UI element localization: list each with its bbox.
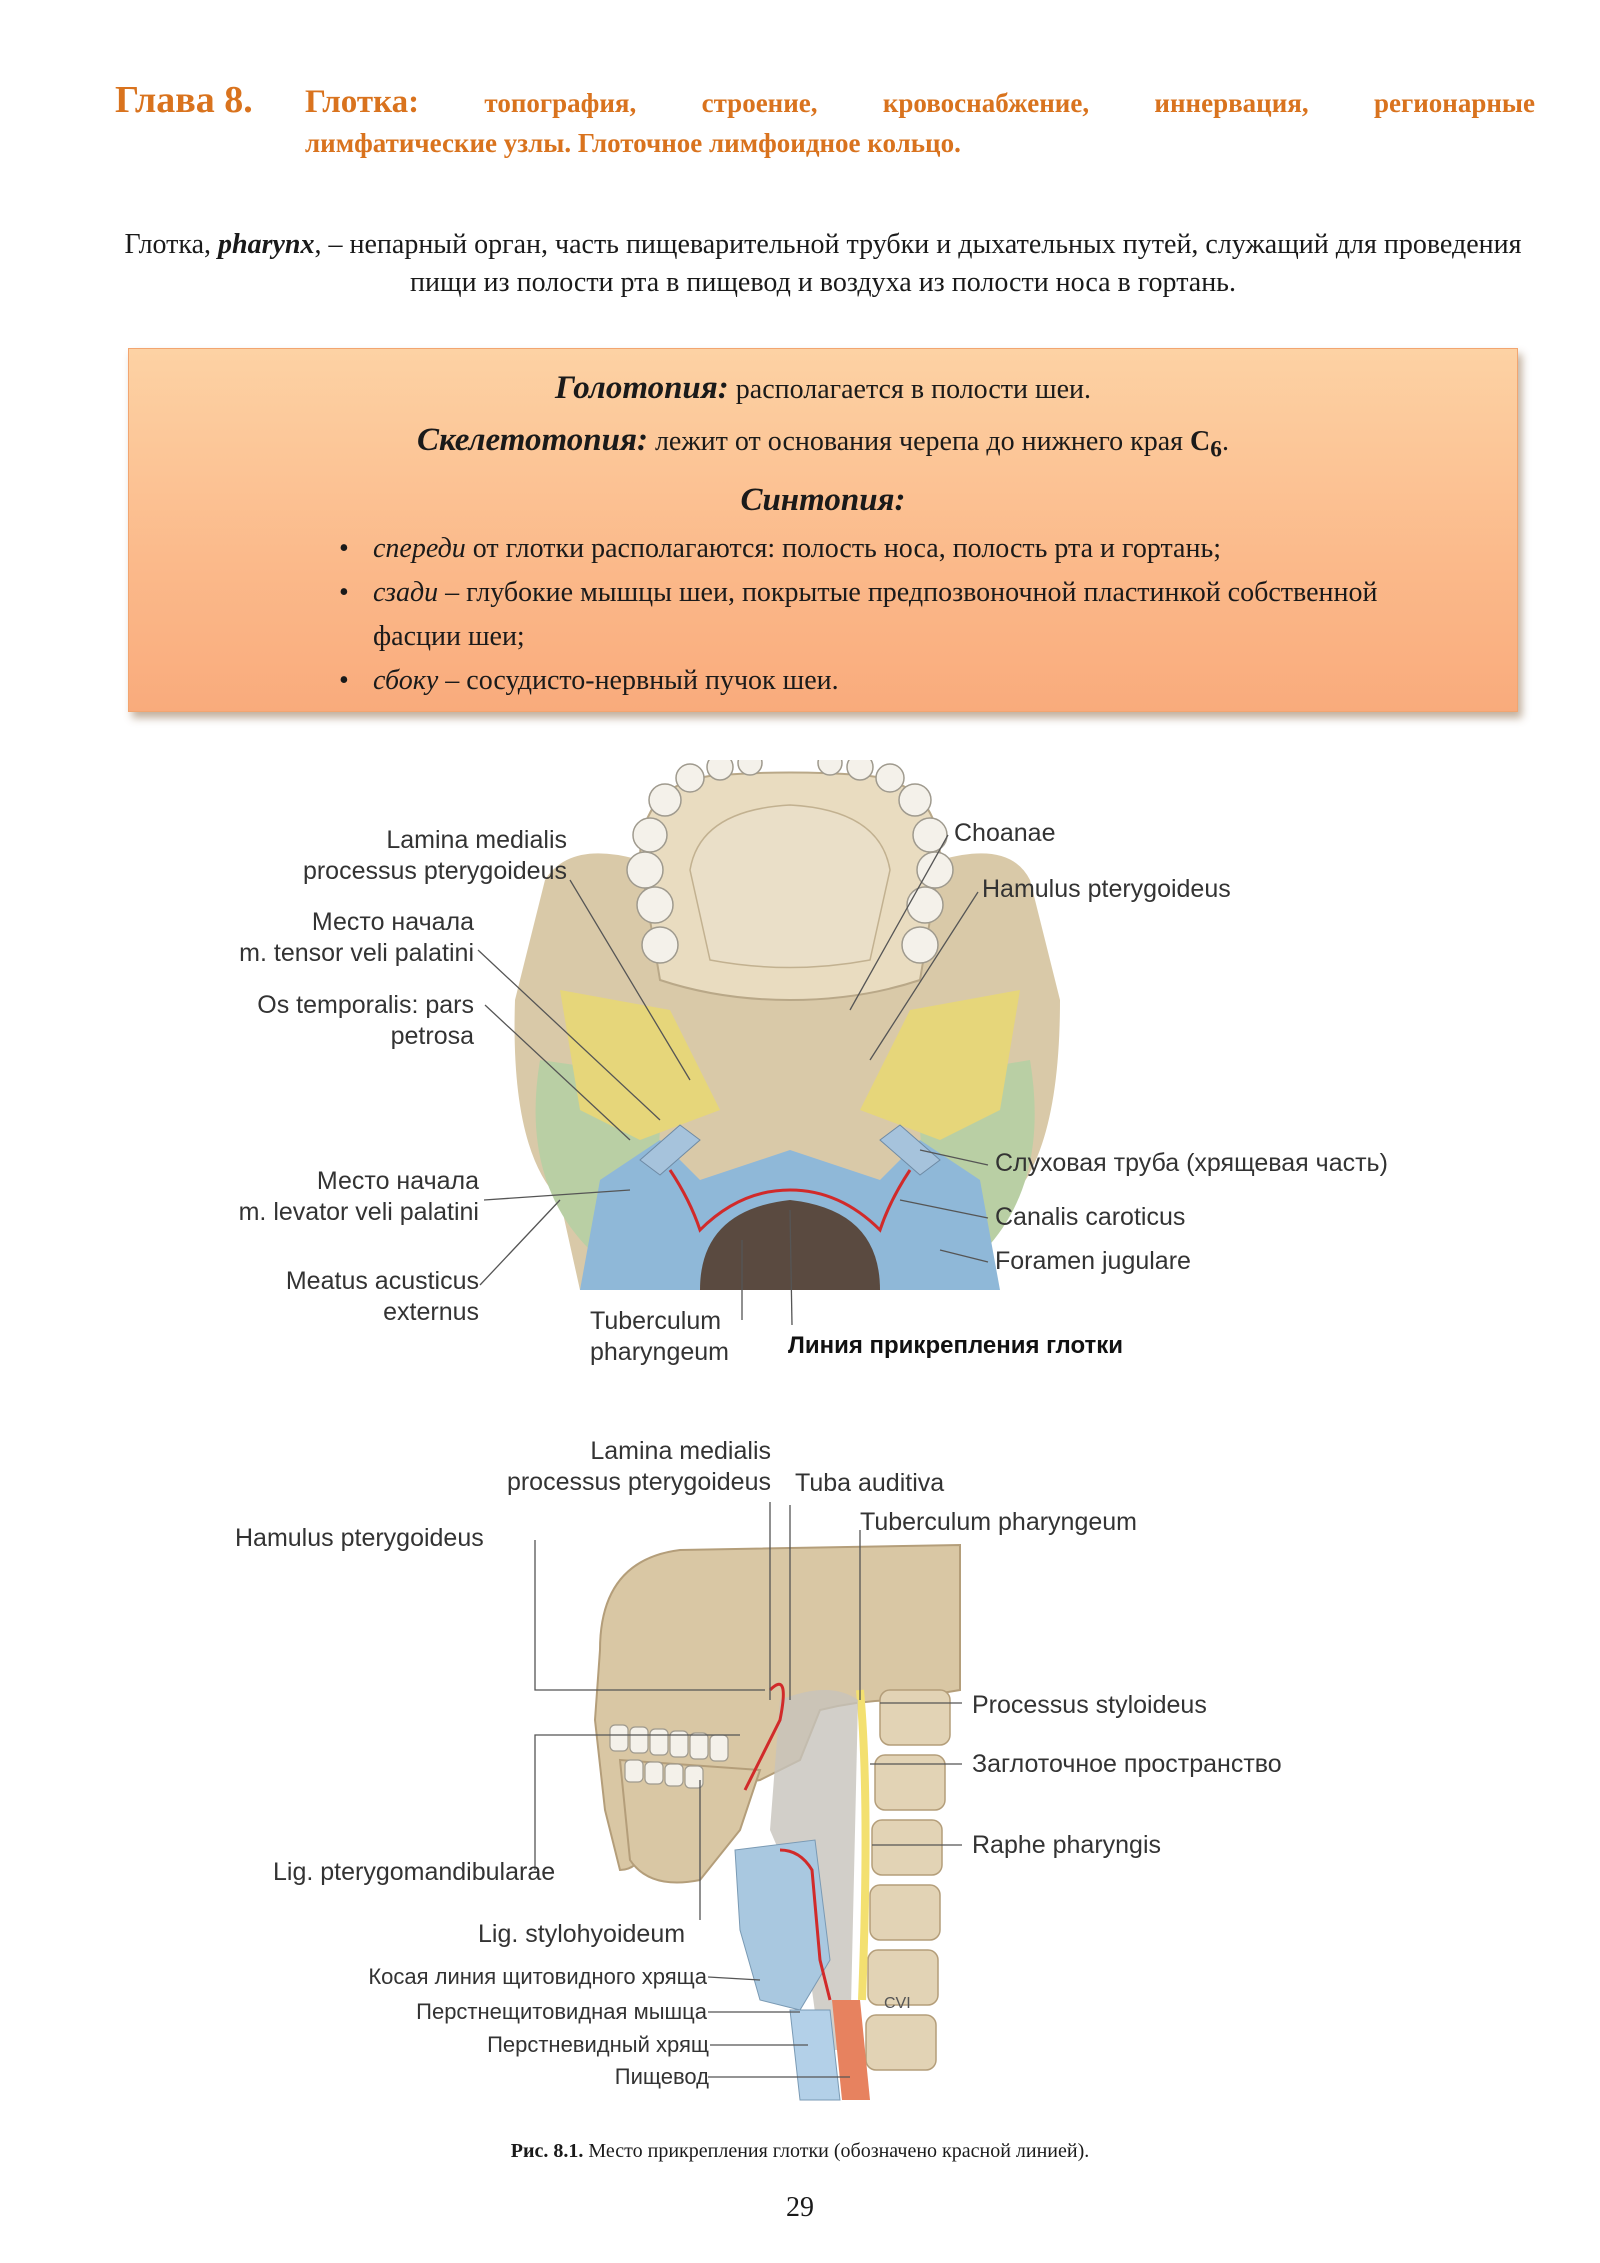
list-item-text: – сосудисто-нервный пучок шеи. [438, 664, 839, 696]
skeletotopy-line: Скелетотопия: лежит от основания черепа … [129, 415, 1517, 475]
label-raphe-pharyngis: Raphe pharyngis [972, 1831, 1162, 1859]
label-cvi: CVI [884, 1995, 911, 2012]
label-line: petrosa [390, 1022, 474, 1050]
label-line: processus pterygoideus [302, 857, 567, 885]
chapter-title: Глотка: топография, строение, кровоснабж… [305, 82, 1535, 123]
label-line: Место начала [316, 1167, 479, 1195]
label-line: processus pterygoideus [506, 1468, 771, 1496]
list-item-lead: сбоку [373, 664, 439, 696]
skull-base-illustration [477, 760, 1060, 1326]
page-number: 29 [786, 2192, 814, 2223]
label-line: m. tensor veli palatini [239, 939, 474, 967]
holotopy-label: Голотопия: [555, 370, 729, 406]
list-item: спереди от глотки располагаются: полость… [339, 527, 1469, 571]
label-lig-stylohyoideum: Lig. stylohyoideum [478, 1920, 686, 1948]
topography-box: Голотопия: располагается в полости шеи. … [128, 348, 1518, 712]
label-levator-origin: Место начала m. levator veli palatini [239, 1166, 479, 1228]
label-choanae: Choanae [954, 819, 1056, 847]
list-item-text: – глубокие мышцы шеи, покрытые предпозво… [373, 576, 1378, 652]
list-item-text: от глотки располагаются: полость носа, п… [465, 532, 1221, 564]
label-foramen-jugulare: Foramen jugulare [995, 1247, 1191, 1275]
chapter-heading: Глава 8. Глотка: топография, строение, к… [115, 78, 1535, 163]
label-meatus: Meatus acusticus externus [286, 1266, 479, 1328]
label-retropharyngeal-space: Заглоточное пространство [972, 1750, 1282, 1778]
intro-term: pharynx [218, 229, 315, 260]
label-cricoid-cartilage: Перстневидный хрящ [487, 2032, 709, 2057]
intro-paragraph: Глотка, pharynx, – непарный орган, часть… [118, 226, 1528, 302]
label-lamina-medialis-lateral: Lamina medialis processus pterygoideus [507, 1436, 771, 1498]
label-tuberculum-pharyngeum-lateral: Tuberculum pharyngeum [860, 1508, 1137, 1536]
label-line: Lamina medialis [386, 826, 567, 854]
chapter-title-line2: лимфатические узлы. Глоточное лимфоидное… [305, 128, 961, 158]
chapter-title-rest: топография, строение, кровоснабжение, ин… [484, 88, 1535, 118]
skeletotopy-sub: 6 [1210, 436, 1222, 463]
intro-pre: Глотка, [124, 229, 219, 260]
holotopy-text: располагается в полости шеи. [728, 374, 1091, 405]
intro-rest: , – непарный орган, часть пищеварительно… [314, 229, 1522, 298]
label-line: Lamina medialis [590, 1437, 771, 1465]
list-item-lead: сзади [373, 576, 439, 608]
syntopy-line: Синтопия: [129, 475, 1517, 527]
label-lamina-medialis: Lamina medialis processus pterygoideus [303, 825, 567, 887]
label-line: Tuberculum [590, 1307, 722, 1335]
label-processus-styloideus: Processus styloideus [972, 1691, 1207, 1719]
chapter-title-main: Глотка: [305, 84, 420, 120]
sagittal-head-illustration [534, 1502, 962, 2101]
figure-caption: Рис. 8.1. Место прикрепления глотки (обо… [0, 2140, 1600, 2163]
label-tuberculum-pharyngeum: Tuberculum pharyngeum [590, 1306, 729, 1368]
label-tuba-auditiva: Tuba auditiva [795, 1469, 945, 1497]
syntopy-label: Синтопия: [740, 481, 906, 518]
list-item: сбоку – сосудисто-нервный пучок шеи. [339, 659, 1469, 703]
label-esophagus: Пищевод [614, 2064, 709, 2089]
list-item-lead: спереди [373, 532, 466, 564]
label-line: Os temporalis: pars [257, 991, 474, 1019]
caption-text: Место прикрепления глотки (обозначено кр… [583, 2140, 1090, 2162]
label-hamulus: Hamulus pterygoideus [982, 875, 1231, 903]
label-line: Meatus acusticus [285, 1267, 479, 1295]
label-os-temporalis: Os temporalis: pars petrosa [257, 990, 474, 1052]
label-auditory-tube: Слуховая труба (хрящевая часть) [995, 1149, 1388, 1177]
label-tensor-origin: Место начала m. tensor veli palatini [239, 907, 474, 969]
label-line: m. levator veli palatini [238, 1198, 479, 1226]
label-line: Место начала [311, 908, 474, 936]
skeletotopy-text: лежит от основания черепа до нижнего кра… [647, 426, 1191, 457]
skeletotopy-c: C [1190, 426, 1211, 457]
list-item: сзади – глубокие мышцы шеи, покрытые пре… [339, 571, 1469, 659]
label-attachment-line: Линия прикрепления глотки [788, 1332, 1124, 1359]
label-lig-pterygomandibularae: Lig. pterygomandibularae [273, 1858, 556, 1886]
label-canalis-caroticus: Canalis caroticus [995, 1203, 1186, 1231]
syntopy-list: спереди от глотки располагаются: полость… [129, 527, 1469, 703]
chapter-number: Глава 8. [115, 79, 253, 121]
label-cricothyroid-muscle: Перстнещитовидная мышца [416, 1999, 707, 2024]
skeletotopy-label: Скелетотопия: [417, 422, 648, 458]
caption-label: Рис. 8.1. [510, 2140, 584, 2162]
label-hamulus-lateral: Hamulus pterygoideus [235, 1524, 484, 1552]
label-oblique-line: Косая линия щитовидного хряща [368, 1964, 707, 1989]
skeletotopy-end: . [1221, 426, 1229, 457]
label-line: pharyngeum [590, 1338, 729, 1366]
label-line: externus [383, 1298, 479, 1326]
holotopy-line: Голотопия: располагается в полости шеи. [129, 363, 1517, 415]
